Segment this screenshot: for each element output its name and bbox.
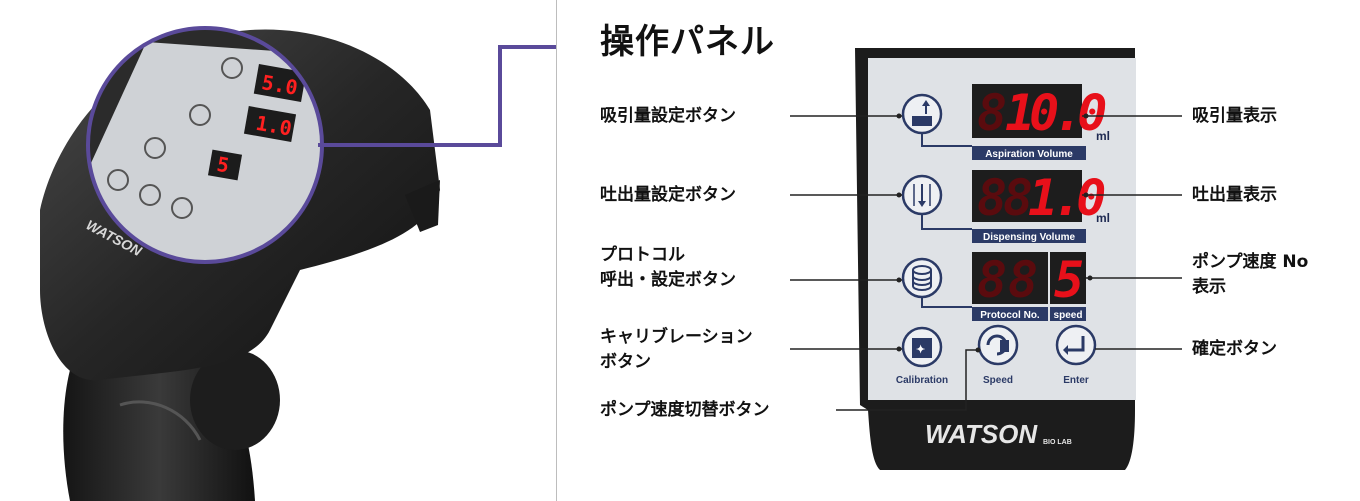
aspiration-icon (912, 116, 932, 126)
device-photo: WATSON 5.0 1.0 5 (40, 26, 556, 501)
label-calibration-line1: キャリブレーション (600, 327, 753, 347)
label-protocol-button: プロトコル 呼出・設定ボタン (600, 243, 736, 293)
aspiration-caption: Aspiration Volume (985, 149, 1073, 160)
aspiration-unit: ml (1096, 129, 1110, 143)
protocol-button[interactable] (901, 257, 943, 299)
photo-protocol-value: 5 (215, 152, 231, 178)
label-protocol-line1: プロトコル (600, 245, 685, 265)
divider (556, 0, 557, 501)
dispensing-caption: Dispensing Volume (983, 232, 1075, 243)
label-aspiration-display: 吸引量表示 (1192, 106, 1277, 126)
enter-button[interactable] (1055, 324, 1097, 366)
svg-text:8: 8 (977, 169, 1007, 227)
svg-text:✦: ✦ (916, 344, 925, 356)
database-icon (912, 265, 932, 291)
label-speed-display: ポンプ速度 No 表示 (1192, 250, 1308, 300)
connector-line (318, 45, 556, 147)
page-title: 操作パネル (600, 22, 775, 62)
label-aspiration-button: 吸引量設定ボタン (600, 106, 736, 126)
calibration-label: Calibration (896, 375, 948, 386)
label-dispensing-button: 吐出量設定ボタン (600, 185, 736, 205)
svg-text:8: 8 (1003, 169, 1033, 227)
label-dispensing-display: 吐出量表示 (1192, 185, 1277, 205)
label-calibration-button: キャリブレーション ボタン (600, 325, 753, 375)
label-protocol-line2: 呼出・設定ボタン (600, 270, 736, 290)
dispensing-unit: ml (1096, 211, 1110, 225)
speed-label: Speed (983, 375, 1013, 386)
protocol-caption: Protocol No. (980, 310, 1040, 321)
label-speed-display-line2: 表示 (1192, 277, 1226, 297)
calibration-icon (912, 338, 932, 358)
aspiration-display: 10.0 (1005, 84, 1105, 142)
svg-text:8: 8 (977, 251, 1007, 309)
speed-display: 5 (1054, 251, 1084, 309)
speed-caption: speed (1054, 310, 1083, 321)
label-speed-display-line1: ポンプ速度 No (1192, 252, 1309, 272)
enter-label: Enter (1063, 375, 1089, 386)
svg-text:8: 8 (977, 84, 1007, 142)
svg-text:8: 8 (1008, 251, 1038, 309)
label-calibration-line2: ボタン (600, 352, 651, 372)
panel-brand: WATSON (925, 419, 1038, 449)
dispensing-display: 1.0 (1028, 169, 1104, 227)
panel-brand-sub: BIO LAB (1043, 439, 1072, 446)
calibration-button[interactable]: ✦ (901, 326, 943, 368)
speed-button[interactable] (977, 324, 1019, 366)
leader-speed (836, 349, 978, 411)
label-speed-button: ポンプ速度切替ボタン (600, 400, 770, 420)
enter-icon (1068, 336, 1085, 352)
speed-icon (986, 334, 1008, 356)
dispensing-button[interactable] (901, 174, 943, 216)
aspiration-button[interactable] (901, 93, 943, 135)
label-enter-button: 確定ボタン (1192, 339, 1277, 359)
